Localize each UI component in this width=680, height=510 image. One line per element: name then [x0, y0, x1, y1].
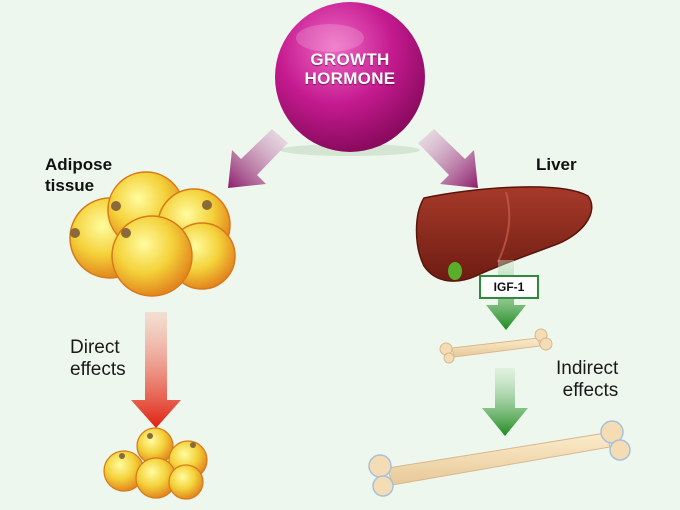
indirect-effects-label: Indirect effects: [556, 358, 618, 402]
growth-hormone-sphere: [275, 2, 425, 156]
growth-hormone-label: GROWTH HORMONE: [270, 50, 430, 88]
igf-1-label: IGF-1: [479, 275, 539, 299]
small-adipose-cells-icon: [103, 427, 208, 500]
indirect-effects-line1: Indirect: [556, 358, 619, 379]
adipose-label-line2: tissue: [45, 176, 95, 195]
liver-label: Liver: [536, 155, 577, 174]
indirect-effects-arrow: [482, 368, 528, 436]
adipose-cells-icon: [69, 171, 236, 297]
large-bone-icon: [368, 420, 631, 497]
growth-hormone-line1: GROWTH: [310, 50, 390, 69]
direct-effects-line1: Direct: [70, 337, 120, 358]
direct-effects-line2: effects: [70, 359, 126, 380]
adipose-label-line1: Adipose: [45, 155, 113, 174]
indirect-effects-line2: effects: [562, 380, 619, 401]
growth-hormone-line2: HORMONE: [304, 69, 396, 88]
liver-icon: [415, 186, 593, 282]
direct-effects-arrow: [131, 312, 181, 428]
arrow-to-adipose: [228, 129, 288, 188]
small-bone-icon: [439, 328, 553, 364]
adipose-tissue-label: Adipose tissue: [45, 154, 112, 196]
arrow-to-liver: [418, 129, 478, 188]
direct-effects-label: Direct effects: [70, 337, 126, 381]
